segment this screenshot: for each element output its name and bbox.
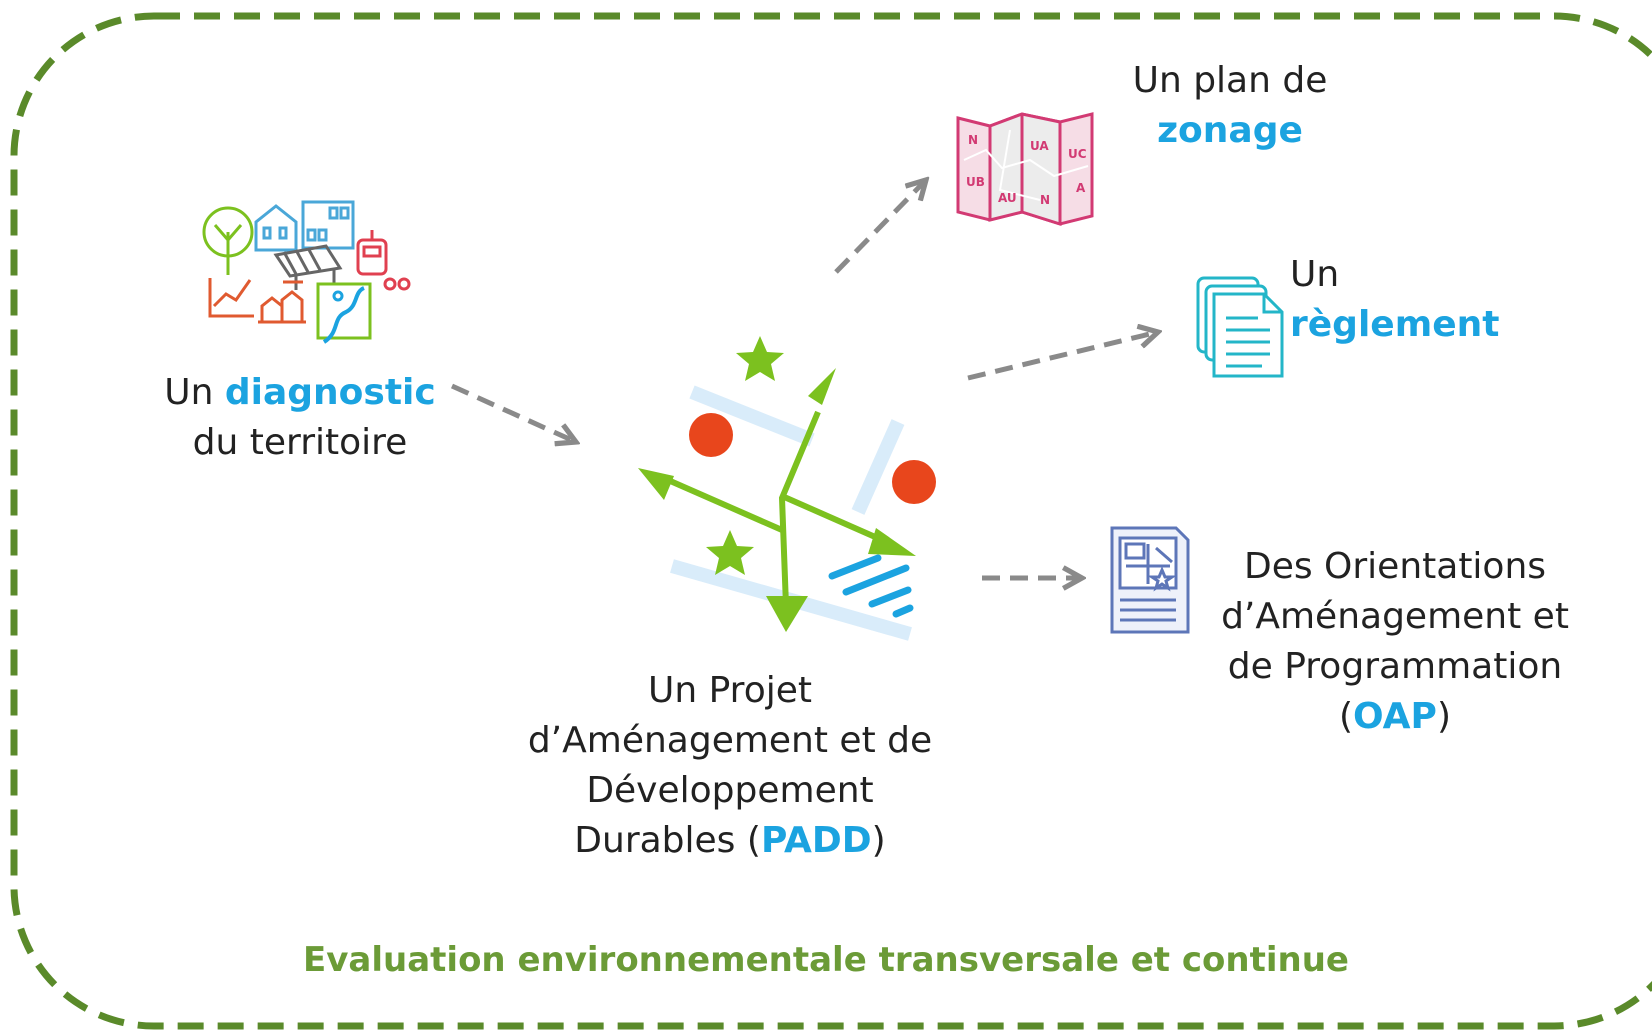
road-band — [689, 385, 815, 447]
road-band — [851, 419, 905, 515]
chart-icon — [208, 278, 254, 318]
padd-line2: d’Aménagement et de — [527, 720, 933, 761]
zonage-map-icon: N UB UA AU UC N A — [956, 112, 1094, 227]
diagnostic-line2: du territoire — [192, 422, 408, 463]
green-arrowhead — [766, 596, 808, 632]
diagnostic-label: Un diagnostic du territoire — [150, 368, 450, 468]
zonage-keyword: zonage — [1157, 110, 1303, 151]
green-star — [706, 530, 754, 575]
map-label-n: N — [968, 133, 978, 147]
red-dot — [892, 460, 936, 504]
green-arrows — [666, 410, 884, 607]
diagnostic-line1: Un diagnostic — [164, 372, 436, 413]
zonage-label: Un plan de zonage — [1100, 56, 1360, 156]
padd-label: Un Projet d’Aménagement et de Développem… — [500, 666, 960, 866]
house-icon — [254, 204, 298, 252]
padd-illustration — [638, 336, 936, 641]
diagnostic-keyword: diagnostic — [224, 372, 436, 413]
reglement-label: Un règlement — [1290, 254, 1500, 345]
oap-line4: (OAP) — [1339, 696, 1451, 737]
padd-line3: Développement — [586, 770, 874, 811]
map-label-n2: N — [1040, 193, 1050, 207]
reglement-document-icon — [1196, 276, 1284, 378]
green-arrowhead — [638, 468, 674, 500]
oap-line1: Des Orientations — [1243, 546, 1547, 587]
green-arrowhead — [808, 368, 836, 405]
padd-line4: Durables (PADD) — [574, 820, 886, 861]
map-label-ua: UA — [1030, 139, 1049, 153]
evaluation-frame — [10, 12, 1652, 1030]
reglement-keyword: règlement — [1290, 304, 1500, 345]
zonage-line1: Un plan de — [1132, 60, 1328, 101]
diagnostic-icon — [202, 200, 411, 344]
map-label-au: AU — [998, 191, 1017, 205]
green-arrowhead — [868, 528, 916, 556]
oap-document-icon — [1110, 526, 1190, 634]
building-icon — [301, 200, 355, 250]
padd-line1: Un Projet — [648, 670, 812, 711]
oap-keyword: OAP — [1353, 696, 1437, 737]
oap-line3: de Programmation — [1227, 646, 1563, 687]
red-dot — [689, 413, 733, 457]
padd-keyword: PADD — [760, 820, 872, 861]
footer-caption: Evaluation environnementale transversale… — [303, 940, 1349, 980]
arrow-padd-to-reglement — [967, 332, 1158, 381]
map-label-a: A — [1076, 181, 1086, 195]
water-lines — [828, 554, 914, 618]
green-star — [736, 336, 784, 381]
oap-line2: d’Aménagement et — [1221, 596, 1569, 637]
tree-icon — [202, 206, 254, 275]
map-label-ub: UB — [966, 175, 985, 189]
map-label-uc: UC — [1068, 147, 1087, 161]
tram-icon — [356, 230, 411, 291]
river-map-icon — [316, 282, 372, 344]
arrow-diagnostic-to-padd — [450, 383, 576, 442]
oap-label: Des Orientations d’Aménagement et de Pro… — [1200, 542, 1590, 742]
village-icon — [258, 280, 306, 324]
arrow-padd-to-zonage — [834, 180, 926, 274]
